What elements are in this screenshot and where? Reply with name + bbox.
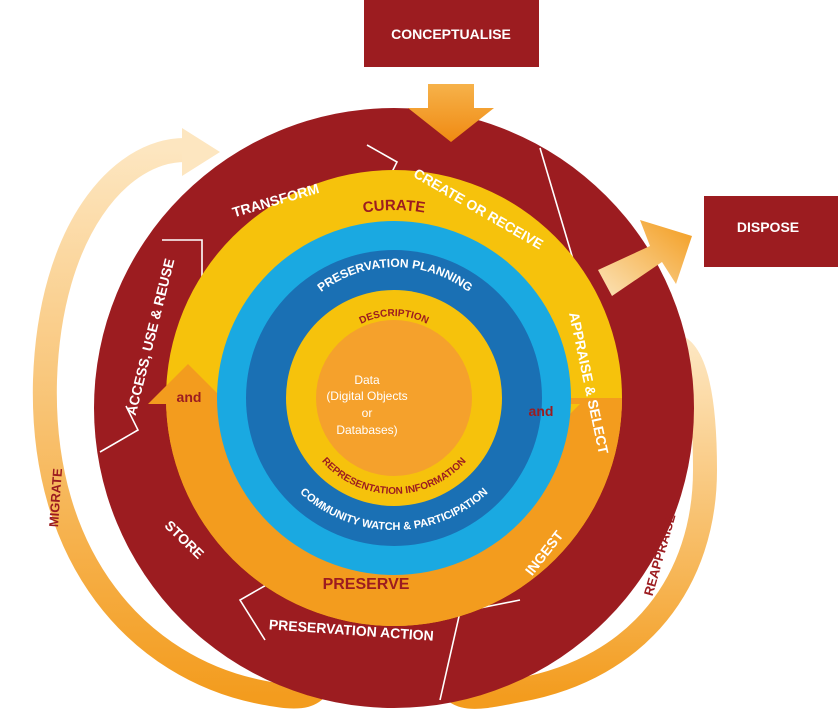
migrate-loop-arrow (32, 128, 334, 709)
conceptualise-box (364, 0, 539, 67)
and-left-label: and (177, 389, 202, 405)
curate-label: CURATE (362, 197, 427, 217)
and-arrow-left (148, 364, 228, 404)
core-line-2: (Digital Objects (326, 389, 407, 403)
and-right-label: and (529, 403, 554, 419)
preserve-label: PRESERVE (323, 576, 410, 593)
migrate-label: MIGRATE (46, 467, 65, 527)
data-core (316, 320, 472, 476)
conceptualise-label: CONCEPTUALISE (391, 26, 511, 42)
conceptualise-arrow (408, 84, 494, 142)
core-line-4: Databases) (336, 423, 397, 437)
core-line-1: Data (354, 373, 380, 387)
dispose-box (704, 196, 838, 267)
core-line-3: or (362, 406, 373, 420)
dispose-label: DISPOSE (737, 219, 799, 235)
curate-text: CURATE (362, 197, 427, 217)
dispose-arrow (598, 220, 692, 296)
